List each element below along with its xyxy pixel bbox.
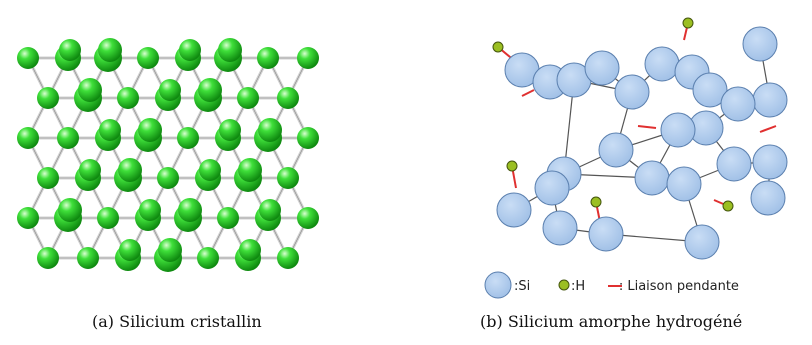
silicon-atom: [197, 247, 219, 269]
si-atom: [496, 192, 532, 228]
dangling-bond: [637, 125, 657, 129]
si-atom: [660, 112, 696, 148]
silicon-atom: [297, 207, 319, 229]
silicon-atom: [177, 127, 199, 149]
silicon-atom: [37, 167, 59, 189]
silicon-atom: [217, 207, 239, 229]
si-atom: [716, 146, 752, 182]
silicon-atom: [37, 87, 59, 109]
si-atom: [752, 82, 788, 118]
si-atom: [598, 132, 634, 168]
lattice-atoms: [17, 38, 319, 272]
amorphous-silicon-diagram: :Si :H - : Liaison pendante: [484, 17, 788, 299]
silicon-atom: [37, 247, 59, 269]
h-atom: [682, 17, 694, 29]
h-atom: [590, 196, 602, 208]
silicon-atom: [117, 87, 139, 109]
silicon-atom: [137, 47, 159, 69]
silicon-atom: [139, 199, 161, 221]
silicon-atom: [78, 78, 102, 102]
silicon-atom: [157, 167, 179, 189]
silicon-atom: [239, 239, 261, 261]
silicon-atom: [258, 118, 282, 142]
si-atom: [720, 86, 756, 122]
si-atom: [542, 210, 578, 246]
silicon-atom: [179, 39, 201, 61]
crystalline-silicon-diagram: [17, 38, 319, 272]
silicon-atom: [277, 167, 299, 189]
legend-h-label: :H: [571, 279, 585, 294]
dangling-bond: [521, 89, 535, 97]
si-atom: [684, 224, 720, 260]
legend-h-symbol: [558, 279, 570, 291]
si-atom: [588, 216, 624, 252]
silicon-atom: [237, 87, 259, 109]
silicon-atom: [218, 38, 242, 62]
h-atom: [722, 200, 734, 212]
si-atom: [752, 144, 788, 180]
legend-si-label: :Si: [514, 279, 530, 294]
legend-dangling-label: - : Liaison pendante: [610, 279, 739, 294]
silicon-atom: [58, 198, 82, 222]
si-atoms: [496, 26, 788, 260]
silicon-atom: [98, 38, 122, 62]
silicon-atom: [79, 159, 101, 181]
silicon-atom: [277, 87, 299, 109]
silicon-atom: [138, 118, 162, 142]
silicon-atom: [257, 47, 279, 69]
si-atom: [644, 46, 680, 82]
silicon-atom: [99, 119, 121, 141]
h-atom: [506, 160, 518, 172]
silicon-atom: [119, 239, 141, 261]
si-atom: [634, 160, 670, 196]
caption-a: (a) Silicium cristallin: [92, 312, 262, 331]
si-atom: [742, 26, 778, 62]
silicon-atom: [159, 79, 181, 101]
si-atom: [750, 180, 786, 216]
silicon-atom: [198, 78, 222, 102]
h-atoms: [492, 17, 734, 212]
si-atom: [692, 72, 728, 108]
silicon-atom: [277, 247, 299, 269]
silicon-atom: [219, 119, 241, 141]
silicon-atom: [178, 198, 202, 222]
silicon-atom: [57, 127, 79, 149]
silicon-atom: [199, 159, 221, 181]
silicon-atom: [17, 207, 39, 229]
h-atom: [492, 41, 504, 53]
dangling-bond: [759, 125, 777, 133]
silicon-atom: [77, 247, 99, 269]
si-atom: [614, 74, 650, 110]
legend: :Si :H - : Liaison pendante: [484, 271, 739, 299]
silicon-atom: [59, 39, 81, 61]
legend-si-symbol: [484, 271, 512, 299]
silicon-atom: [259, 199, 281, 221]
silicon-atom: [158, 238, 182, 262]
silicon-atom: [118, 158, 142, 182]
si-atom: [666, 166, 702, 202]
silicon-atom: [238, 158, 262, 182]
si-atom: [584, 50, 620, 86]
silicon-atom: [297, 127, 319, 149]
caption-b: (b) Silicium amorphe hydrogéné: [480, 312, 743, 331]
silicon-atom: [17, 47, 39, 69]
silicon-atom: [17, 127, 39, 149]
silicon-atom: [97, 207, 119, 229]
silicon-atom: [297, 47, 319, 69]
si-atom: [534, 170, 570, 206]
